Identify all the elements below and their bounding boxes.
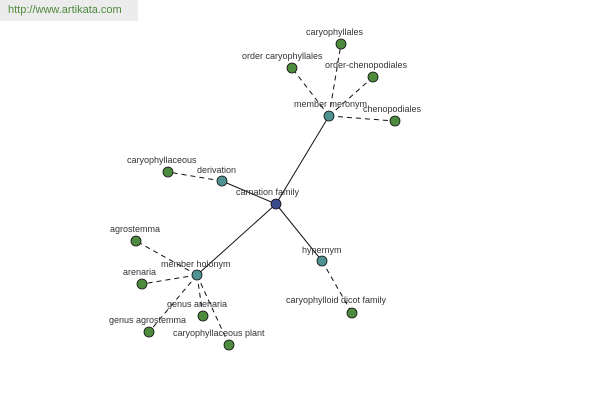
leaf-node-arenaria[interactable] bbox=[136, 278, 148, 290]
edge-member-holonym-arenaria bbox=[141, 274, 198, 285]
edge-member-holonym-genus-arenaria bbox=[196, 274, 204, 317]
edge-member-meronym-order-chenopodiales bbox=[328, 76, 374, 117]
label-order-chenopodiales[interactable]: order-chenopodiales bbox=[325, 60, 408, 70]
label-member-meronym[interactable]: member meronym bbox=[294, 99, 367, 109]
label-hypernym[interactable]: hypernym bbox=[302, 245, 342, 255]
edge-carnation-family-hypernym bbox=[275, 203, 323, 262]
edge-derivation-caryophyllaceous bbox=[167, 171, 223, 182]
label-arenaria[interactable]: arenaria bbox=[123, 267, 156, 277]
relation-node-hypernym[interactable] bbox=[316, 255, 328, 267]
relation-node-member-holonym[interactable] bbox=[191, 269, 203, 281]
leaf-node-caryophylloid-dicot-family[interactable] bbox=[346, 307, 358, 319]
label-caryophylloid-dicot-family[interactable]: caryophylloid dicot family bbox=[286, 295, 387, 305]
edge-member-holonym-caryophyllaceous-plant bbox=[196, 274, 230, 346]
label-carnation-family[interactable]: carnation family bbox=[236, 187, 300, 197]
label-genus-agrostemma[interactable]: genus agrostemma bbox=[109, 315, 186, 325]
leaf-node-caryophyllaceous[interactable] bbox=[162, 166, 174, 178]
label-caryophyllales[interactable]: caryophyllales bbox=[306, 27, 364, 37]
leaf-node-caryophyllaceous-plant[interactable] bbox=[223, 339, 235, 351]
edge-member-holonym-agrostemma bbox=[135, 240, 198, 276]
leaf-node-genus-agrostemma[interactable] bbox=[143, 326, 155, 338]
label-derivation[interactable]: derivation bbox=[197, 165, 236, 175]
leaf-node-order-chenopodiales[interactable] bbox=[367, 71, 379, 83]
relation-node-derivation[interactable] bbox=[216, 175, 228, 187]
label-caryophyllaceous[interactable]: caryophyllaceous bbox=[127, 155, 197, 165]
edge-carnation-family-member-holonym bbox=[196, 203, 277, 276]
edge-member-meronym-order-caryophyllales bbox=[291, 67, 330, 117]
edge-carnation-family-derivation bbox=[221, 180, 277, 205]
label-agrostemma[interactable]: agrostemma bbox=[110, 224, 160, 234]
leaf-node-genus-arenaria[interactable] bbox=[197, 310, 209, 322]
graph-labels: caryophyllales order caryophyllalesorder-… bbox=[109, 27, 422, 338]
leaf-node-chenopodiales[interactable] bbox=[389, 115, 401, 127]
label-caryophyllaceous-plant[interactable]: caryophyllaceous plant bbox=[173, 328, 265, 338]
leaf-node-agrostemma[interactable] bbox=[130, 235, 142, 247]
edge-carnation-family-member-meronym bbox=[275, 115, 330, 205]
edge-hypernym-caryophylloid-dicot-family bbox=[321, 260, 353, 314]
center-node-carnation-family[interactable] bbox=[270, 198, 282, 210]
edge-member-meronym-caryophyllales bbox=[328, 43, 342, 117]
edge-member-meronym-chenopodiales bbox=[328, 115, 396, 122]
label-order-caryophyllales[interactable]: order caryophyllales bbox=[242, 51, 323, 61]
graph-edges bbox=[135, 43, 396, 346]
label-member-holonym[interactable]: member holonym bbox=[161, 259, 231, 269]
label-chenopodiales[interactable]: chenopodiales bbox=[363, 104, 422, 114]
site-url-banner[interactable]: http://www.artikata.com bbox=[0, 0, 138, 21]
edge-member-holonym-genus-agrostemma bbox=[148, 274, 198, 333]
leaf-node-order-caryophyllales[interactable] bbox=[286, 62, 298, 74]
graph-nodes bbox=[130, 38, 401, 351]
relation-node-member-meronym[interactable] bbox=[323, 110, 335, 122]
leaf-node-caryophyllales[interactable] bbox=[335, 38, 347, 50]
label-genus-arenaria[interactable]: genus arenaria bbox=[167, 299, 227, 309]
